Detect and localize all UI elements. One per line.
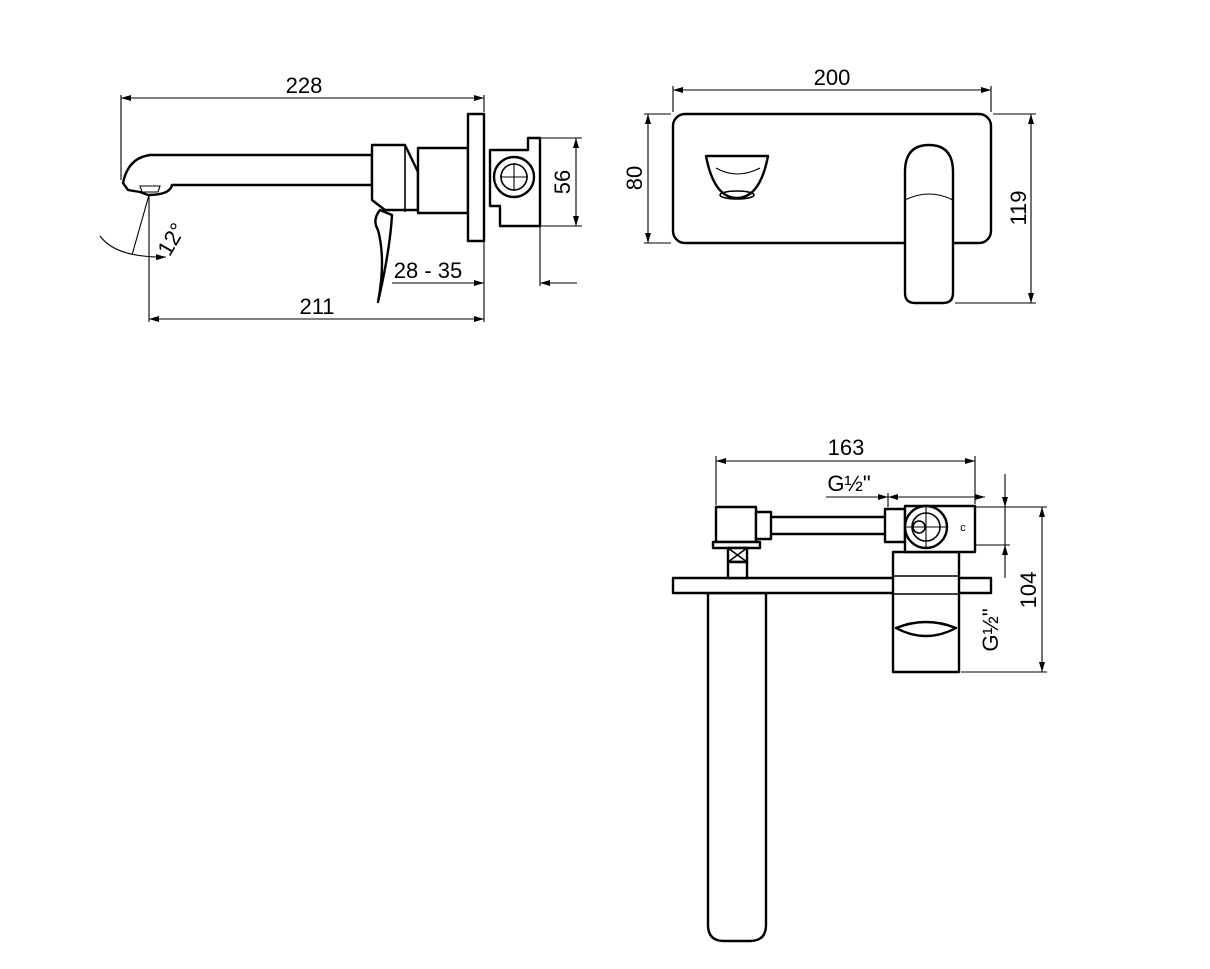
cold-label: c — [960, 522, 966, 534]
valve-body-top: c — [711, 504, 977, 580]
dim-g-half-side: G½" — [978, 608, 1003, 651]
dim-119: 119 — [1006, 190, 1031, 225]
top-dimensions: 163 G½" G½" 104 — [715, 435, 1047, 673]
valve-body-side — [488, 136, 542, 228]
spout — [121, 153, 374, 197]
side-dimensions: 228 211 28 - 35 56 12° — [99, 73, 582, 322]
side-view: 228 211 28 - 35 56 12° — [99, 73, 582, 322]
dim-211: 211 — [299, 294, 334, 319]
dim-12-degrees: 12° — [152, 219, 190, 260]
cartridge-top — [891, 550, 961, 674]
front-view: 200 80 119 — [622, 65, 1036, 305]
spout-top — [706, 591, 768, 943]
mixer-body — [370, 143, 470, 304]
dim-g-half-top: G½" — [827, 471, 870, 496]
dim-163: 163 — [828, 435, 865, 460]
dim-80: 80 — [622, 166, 647, 190]
lever-front — [903, 143, 955, 305]
dim-104: 104 — [1016, 572, 1041, 609]
front-dimensions: 200 80 119 — [622, 65, 1036, 304]
spout-outlet-front — [704, 154, 770, 200]
dim-200: 200 — [814, 65, 851, 90]
dim-28-35: 28 - 35 — [394, 258, 463, 283]
dim-228: 228 — [286, 73, 323, 98]
top-view: c 163 G½" G½" 104 — [671, 435, 1047, 943]
wall-plate-side — [466, 112, 486, 243]
dim-56: 56 — [550, 170, 575, 194]
